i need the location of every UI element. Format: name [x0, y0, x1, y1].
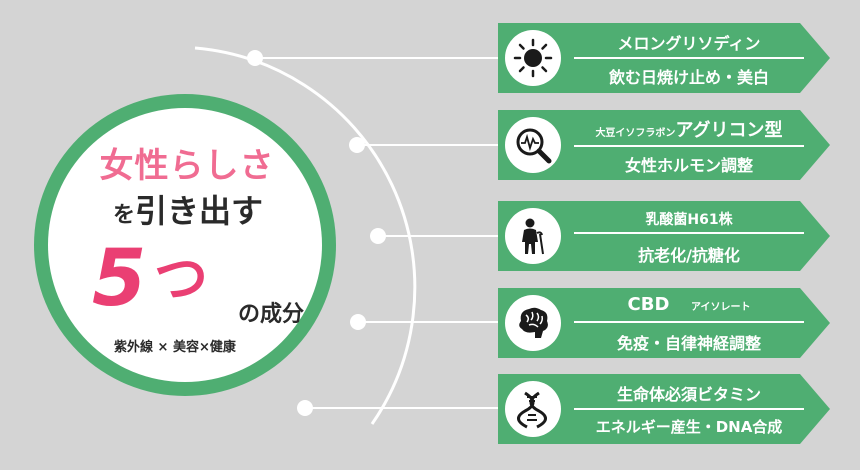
banner-2-subtitle: 女性ホルモン調整: [624, 156, 753, 175]
banner-2-divider: [574, 145, 804, 147]
banner-4-icon-disc: [505, 295, 561, 351]
connector-dot-1: [247, 50, 263, 66]
banner-4-title-suffix: アイソレート: [690, 302, 751, 313]
headline-circle: [48, 108, 322, 382]
connector-dot-5: [297, 400, 313, 416]
banner-1-title: メロングリソディン: [617, 34, 761, 53]
banner-5-subtitle: エネルギー産生・DNA合成: [595, 418, 783, 436]
banner-3-title: 乳酸菌H61株: [645, 212, 733, 228]
banner-1-divider: [574, 57, 804, 59]
headline-number: 5: [92, 234, 147, 324]
connector-dot-2: [349, 137, 365, 153]
banner-4-divider: [574, 321, 804, 323]
headline-components-label: の成分: [238, 302, 305, 327]
banner-1-subtitle: 飲む日焼け止め・美白: [608, 68, 769, 87]
connector-dot-3: [370, 228, 386, 244]
magnifier-pulse-icon: [516, 128, 552, 164]
banner-3-subtitle: 抗老化/抗糖化: [638, 246, 740, 265]
brain-icon: [519, 307, 548, 338]
headline-subtitle: を引き出す: [78, 186, 298, 232]
headline-particle: を: [112, 203, 135, 228]
headline-verb: 引き出す: [135, 192, 264, 230]
headline-number-suffix: つ: [154, 247, 208, 310]
outer-arc: [194, 46, 417, 425]
banner-5-divider: [574, 408, 804, 410]
banner-5-title: 生命体必須ビタミン: [616, 385, 761, 404]
banner-1-icon-disc: [505, 30, 561, 86]
connector-dot-4: [350, 314, 366, 330]
banner-2-title-main: アグリコン型: [675, 120, 783, 141]
banner-2-title: 大豆イソフラボンアグリコン型: [570, 116, 808, 142]
banner-2-title-prefix: 大豆イソフラボン: [595, 128, 676, 139]
banner-5-icon-disc: [505, 381, 561, 437]
dna-icon: [517, 391, 547, 429]
banner-3-divider: [574, 232, 804, 234]
banner-4-title: CBD アイソレート: [570, 294, 808, 315]
banner-3-icon-disc: [505, 208, 561, 264]
banner-2-icon-disc: [505, 117, 561, 173]
headline-tagline: 紫外線 × 美容×健康: [114, 340, 236, 355]
headline-title: 女性らしさ: [99, 146, 275, 186]
elderly-person-icon: [522, 218, 544, 255]
banner-4-title-main: CBD: [627, 294, 670, 315]
sun-icon: [513, 38, 553, 78]
banner-4-subtitle: 免疫・自律神経調整: [616, 334, 761, 353]
